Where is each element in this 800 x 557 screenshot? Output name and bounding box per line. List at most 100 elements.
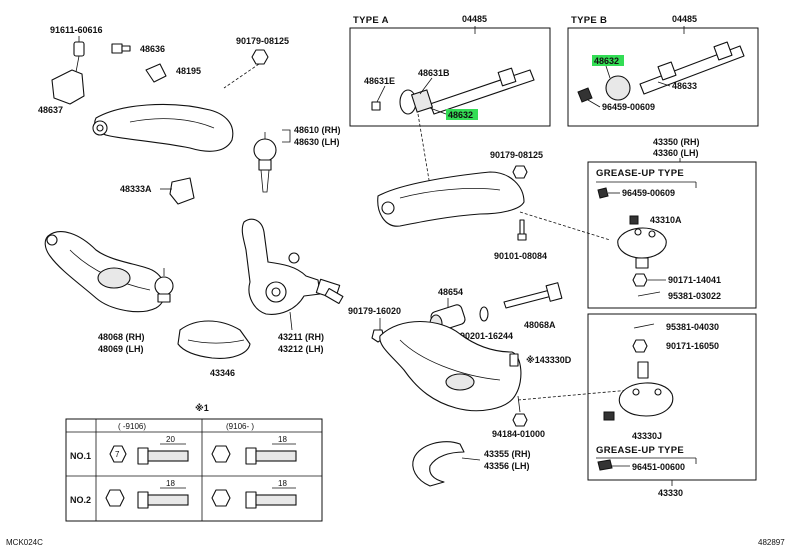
label-48068a: 48068A bbox=[524, 320, 556, 330]
label-48630-lh: 48630 (LH) bbox=[294, 137, 340, 147]
label-95381-03022: 95381-03022 bbox=[668, 291, 721, 301]
upper-ball-joint-box bbox=[587, 161, 757, 309]
bolt-table bbox=[65, 418, 323, 522]
label-48631b: 48631B bbox=[418, 68, 450, 78]
label-48631e: 48631E bbox=[364, 76, 395, 86]
type-a-box bbox=[349, 27, 551, 127]
nut-43310a bbox=[629, 215, 639, 225]
bolt-shank-r1c1 bbox=[147, 450, 189, 462]
dim-r2c1: 18 bbox=[166, 479, 175, 488]
nut-43330j bbox=[603, 411, 615, 421]
label-96459-00609-a: 96459-00609 bbox=[602, 102, 655, 112]
label-04485-a: 04485 bbox=[462, 14, 487, 24]
type-b-label: TYPE B bbox=[571, 15, 607, 26]
nut-mark: 7 bbox=[115, 450, 120, 459]
hex-nut-r1c1 bbox=[109, 445, 127, 463]
upper-arm-43350 bbox=[377, 171, 525, 227]
label-48195: 48195 bbox=[176, 66, 201, 76]
label-96459-00609-b: 96459-00609 bbox=[622, 188, 675, 198]
highlight-48632-a bbox=[446, 109, 478, 120]
bolt-43330d bbox=[509, 353, 519, 367]
cover-43355 bbox=[412, 441, 465, 487]
bolt-shank-r1c2 bbox=[255, 450, 297, 462]
ball-joint-43330 bbox=[618, 361, 674, 417]
label-90171-14041: 90171-14041 bbox=[668, 275, 721, 285]
label-43330j: 43330J bbox=[632, 431, 662, 441]
fitting-96451 bbox=[597, 459, 613, 471]
label-48632-b: 48632 bbox=[594, 56, 619, 66]
label-48610-rh: 48610 (RH) bbox=[294, 125, 341, 135]
label-43330: 43330 bbox=[658, 488, 683, 498]
label-90179-16020: 90179-16020 bbox=[348, 306, 401, 316]
label-43356-lh: 43356 (LH) bbox=[484, 461, 530, 471]
dim-r1c1: 20 bbox=[166, 435, 175, 444]
bolt-90101 bbox=[517, 219, 527, 241]
table-row-no2: NO.2 bbox=[70, 495, 91, 505]
highlight-48632-b bbox=[592, 55, 624, 66]
label-94184-01000: 94184-01000 bbox=[492, 429, 545, 439]
label-48654: 48654 bbox=[438, 287, 463, 297]
bolt-48068a bbox=[503, 282, 563, 309]
cotter-pin-95381-b bbox=[633, 323, 655, 329]
label-43360-lh: 43360 (LH) bbox=[653, 148, 699, 158]
label-43330d: ※143330D bbox=[526, 355, 572, 365]
grease-up-type-label-2: GREASE-UP TYPE bbox=[596, 445, 684, 456]
footer-code-left: MCK024C bbox=[6, 538, 43, 547]
table-col-1: ( -9106) bbox=[118, 422, 146, 431]
bushing-assembly-b bbox=[577, 41, 745, 103]
lower-arm-48068 bbox=[44, 231, 166, 313]
label-43350-rh: 43350 (RH) bbox=[653, 137, 700, 147]
label-43355-rh: 43355 (RH) bbox=[484, 449, 531, 459]
label-95381-04030: 95381-04030 bbox=[666, 322, 719, 332]
dim-r2c2: 18 bbox=[278, 479, 287, 488]
fitting-96459 bbox=[597, 187, 609, 199]
hex-nut-r2c1 bbox=[105, 489, 125, 507]
stopper-48637 bbox=[51, 55, 85, 105]
label-91611-60616: 91611-60616 bbox=[50, 25, 103, 35]
bolt-head-r1c2 bbox=[245, 447, 257, 465]
bumper-48333a bbox=[169, 177, 195, 205]
washer-91611 bbox=[73, 36, 85, 57]
upper-arm-48610 bbox=[92, 103, 234, 152]
label-43346: 43346 bbox=[210, 368, 235, 378]
bolt-shank-r2c2 bbox=[255, 494, 297, 506]
label-48632-a: 48632 bbox=[448, 110, 473, 120]
table-row-no1: NO.1 bbox=[70, 451, 91, 461]
label-90179-08125-a: 90179-08125 bbox=[236, 36, 289, 46]
label-48068-rh: 48068 (RH) bbox=[98, 332, 145, 342]
bolt-head-r1c1 bbox=[137, 447, 149, 465]
label-90179-08125-b: 90179-08125 bbox=[490, 150, 543, 160]
type-a-label: TYPE A bbox=[353, 15, 389, 26]
lower-arm-43330d bbox=[379, 320, 522, 412]
label-43211-rh: 43211 (RH) bbox=[278, 332, 324, 342]
label-90101-08084: 90101-08084 bbox=[494, 251, 547, 261]
bolt-shank-r2c1 bbox=[147, 494, 189, 506]
bolt-head-r2c1 bbox=[137, 491, 149, 509]
label-43310a: 43310A bbox=[650, 215, 682, 225]
label-48333a: 48333A bbox=[120, 184, 152, 194]
nut-90171-a bbox=[632, 273, 648, 287]
nut-90179-a bbox=[251, 49, 269, 65]
label-04485-b: 04485 bbox=[672, 14, 697, 24]
ball-joint-lower-left bbox=[154, 268, 174, 303]
hex-nut-r1c2 bbox=[211, 445, 231, 463]
bolt-head-r2c2 bbox=[245, 491, 257, 509]
dim-r1c2: 18 bbox=[278, 435, 287, 444]
label-96451-00600: 96451-00600 bbox=[632, 462, 685, 472]
cotter-pin-95381-a bbox=[637, 291, 661, 297]
label-48637: 48637 bbox=[38, 105, 63, 115]
table-mark: ※1 bbox=[195, 403, 209, 413]
bracket-48195 bbox=[145, 63, 167, 83]
ball-joint-upper bbox=[253, 132, 277, 193]
dust-cover-43346 bbox=[177, 320, 251, 359]
label-48633: 48633 bbox=[672, 81, 697, 91]
grease-up-type-label-1: GREASE-UP TYPE bbox=[596, 168, 684, 179]
label-43212-lh: 43212 (LH) bbox=[278, 344, 324, 354]
table-col-2: (9106- ) bbox=[226, 422, 254, 431]
footer-code-right: 482897 bbox=[758, 538, 785, 547]
nut-94184 bbox=[512, 413, 528, 427]
nut-90171-b bbox=[632, 339, 648, 353]
label-48636: 48636 bbox=[140, 44, 165, 54]
